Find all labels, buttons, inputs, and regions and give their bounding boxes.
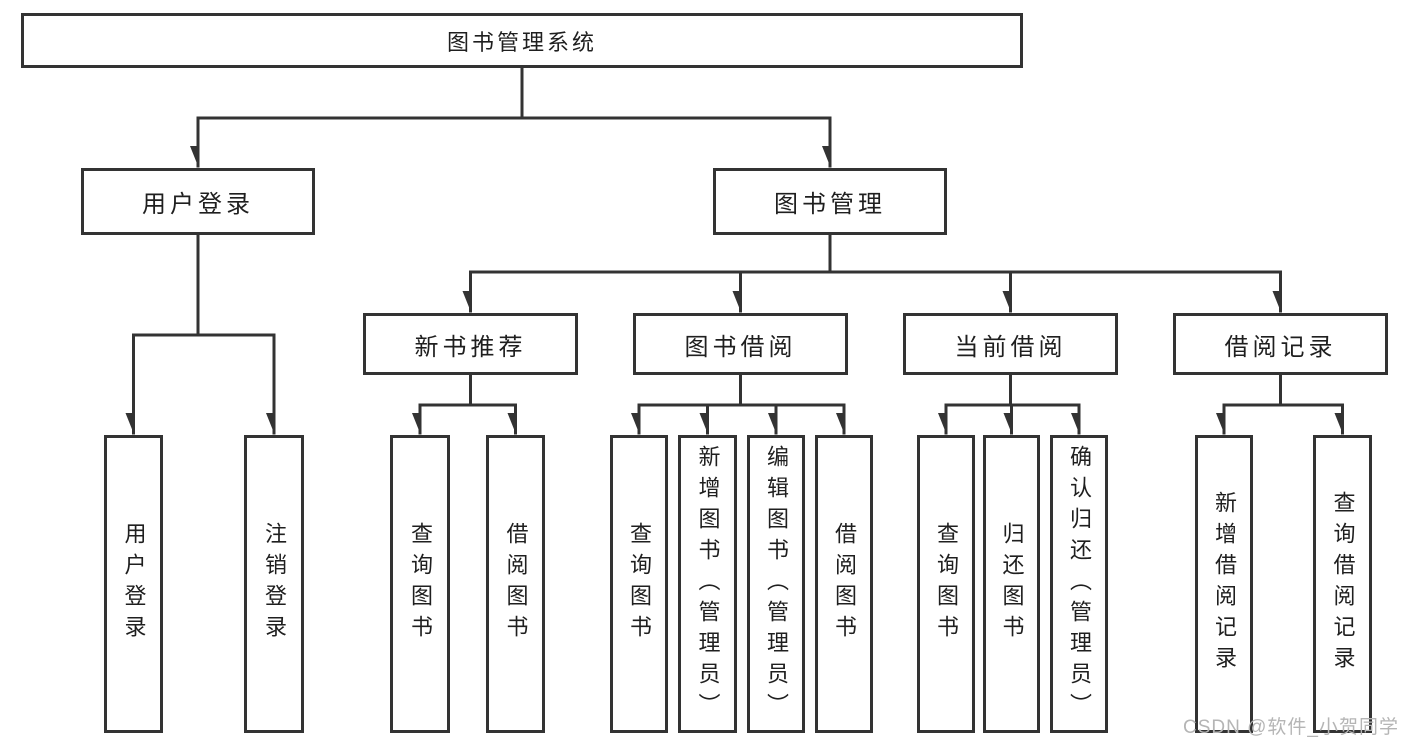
node-root-system: 图书管理系统 xyxy=(21,13,1023,68)
leaf-logout: 注销登录 xyxy=(244,435,304,733)
leaf-cb-confirm-return-admin: 确认归还（管理员） xyxy=(1050,435,1108,733)
node-book-management: 图书管理 xyxy=(713,168,947,235)
leaf-br-add-record: 新增借阅记录 xyxy=(1195,435,1253,733)
node-current-borrowing: 当前借阅 xyxy=(903,313,1118,375)
leaf-bb-query-books: 查询图书 xyxy=(610,435,668,733)
leaf-br-query-record: 查询借阅记录 xyxy=(1313,435,1372,733)
node-new-book-recommendation: 新书推荐 xyxy=(363,313,578,375)
csdn-watermark: CSDN @软件_小贺同学 xyxy=(1183,717,1399,738)
node-book-borrowing: 图书借阅 xyxy=(633,313,848,375)
node-user-login: 用户登录 xyxy=(81,168,315,235)
leaf-nbr-borrow-books: 借阅图书 xyxy=(486,435,545,733)
leaf-nbr-query-books: 查询图书 xyxy=(390,435,450,733)
leaf-bb-borrow-books: 借阅图书 xyxy=(815,435,873,733)
node-borrowing-records: 借阅记录 xyxy=(1173,313,1388,375)
leaf-cb-query-books: 查询图书 xyxy=(917,435,975,733)
leaf-cb-return-books: 归还图书 xyxy=(983,435,1040,733)
leaf-user-login: 用户登录 xyxy=(104,435,163,733)
leaf-bb-edit-books-admin: 编辑图书（管理员） xyxy=(747,435,805,733)
leaf-bb-add-books-admin: 新增图书（管理员） xyxy=(678,435,737,733)
